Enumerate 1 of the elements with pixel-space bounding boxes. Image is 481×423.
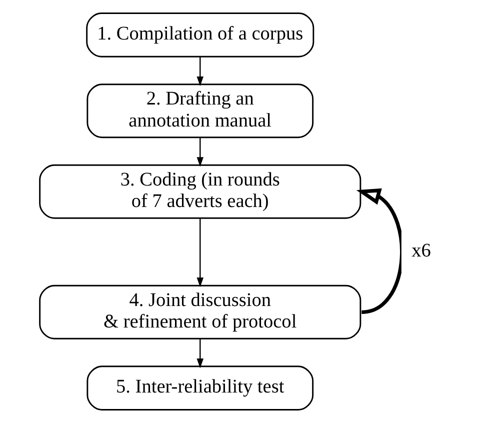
edge-label: x6 (412, 240, 431, 262)
